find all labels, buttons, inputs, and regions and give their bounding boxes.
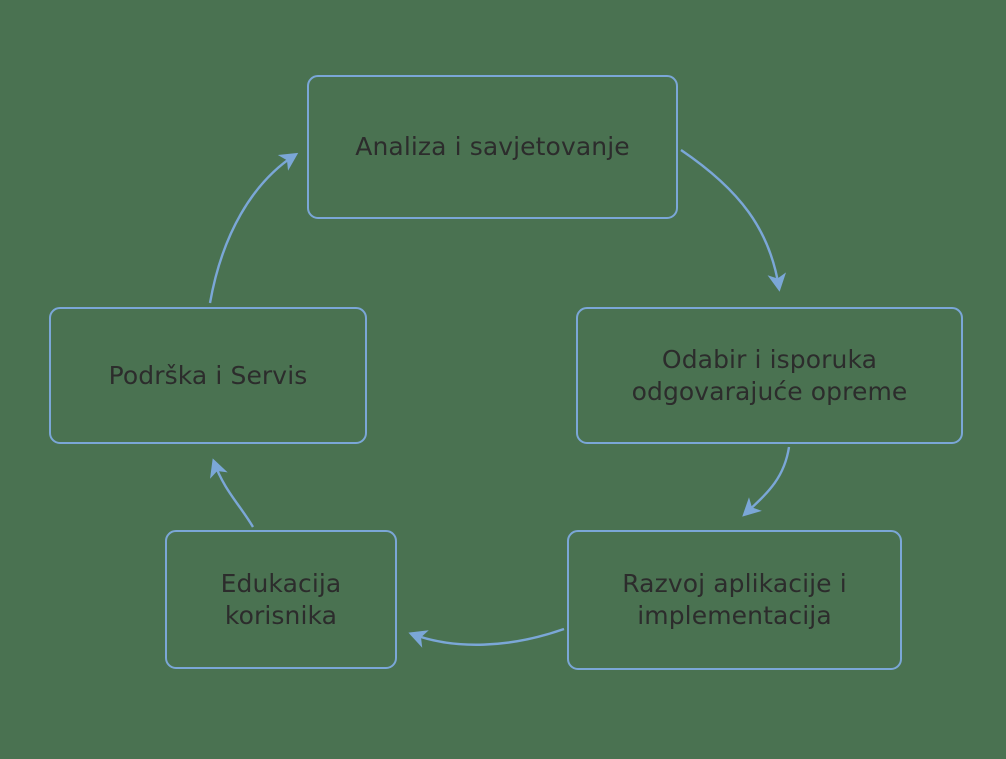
node-label: Podrška i Servis [108,360,308,390]
node-label: Analiza i savjetovanje [355,132,630,161]
arrow-razvoj-to-edukacija [408,627,565,648]
node-label: Odabir i isporuka odgovarajuće opreme [631,344,908,406]
node-label: Edukacija korisnika [220,568,342,630]
node-podrska-i-servis[interactable]: Podrška i Servis [49,307,367,444]
node-label: Razvoj aplikacije i implementacija [622,569,847,630]
node-analiza-i-savjetovanje[interactable]: Analiza i savjetovanje [307,75,678,219]
node-edukacija-korisnika[interactable]: Edukacija korisnika [165,530,397,669]
arrow-podrska-to-analiza [208,152,299,304]
arrow-edukacija-to-podrska [210,458,255,528]
node-razvoj-aplikacije[interactable]: Razvoj aplikacije i implementacija [567,530,902,670]
arrow-analiza-to-odabir [680,149,787,292]
node-odabir-i-isporuka[interactable]: Odabir i isporuka odgovarajuće opreme [576,307,963,444]
arrow-odabir-to-razvoj [742,446,791,517]
